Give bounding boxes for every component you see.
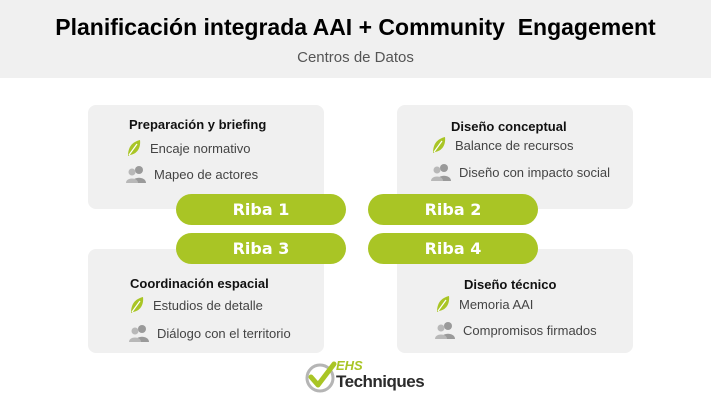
card-title: Diseño conceptual [451,119,567,134]
card-title: Coordinación espacial [130,276,269,291]
leaf-icon [437,296,450,312]
list-item: Encaje normativo [126,139,250,157]
list-item: Memoria AAI [435,295,533,313]
item-label: Mapeo de actores [154,166,259,182]
people-icon [435,322,455,339]
company-logo: EHS Techniques [304,356,444,396]
card-title: Diseño técnico [464,277,557,292]
logo-line1: EHS [336,358,363,373]
stage-riba-2: Riba 2 [368,194,538,225]
list-item: Balance de recursos [431,136,574,154]
leaf-icon [131,297,144,313]
item-label: Balance de recursos [455,137,574,153]
checkmark-logo-icon [305,361,337,393]
item-label: Diseño con impacto social [459,164,611,180]
list-item: Compromisos firmados [435,321,597,339]
people-icon [431,164,451,181]
stage-riba-1: Riba 1 [176,194,346,225]
item-label: Memoria AAI [459,296,534,312]
people-icon [129,325,149,342]
list-item: Diseño con impacto social [431,163,610,181]
logo-line2: Techniques [336,372,425,391]
stage-riba-3: Riba 3 [176,233,346,264]
page-subtitle: Centros de Datos [297,49,414,66]
leaf-icon [433,137,446,153]
list-item: Diálogo con el territorio [129,324,291,342]
card-diseno-tecnico: Diseño técnico Memoria AAI Compromisos f… [397,249,633,353]
list-item: Estudios de detalle [129,296,263,314]
item-label: Estudios de detalle [153,297,263,313]
card-title: Preparación y briefing [129,117,267,132]
card-coordinacion: Coordinación espacial Estudios de detall… [88,249,324,353]
leaf-icon [128,140,141,156]
item-label: Diálogo con el territorio [157,325,291,341]
stage-riba-4: Riba 4 [368,233,538,264]
page-title: Planificación integrada AAI + Community … [55,14,656,40]
card-diseno-conceptual: Diseño conceptual Balance de recursos Di… [397,105,633,209]
people-icon [126,166,146,183]
item-label: Compromisos firmados [463,322,597,338]
item-label: Encaje normativo [150,140,251,156]
card-preparacion: Preparación y briefing Encaje normativo … [88,105,324,209]
list-item: Mapeo de actores [126,165,258,183]
header-band: Planificación integrada AAI + Community … [0,0,711,78]
